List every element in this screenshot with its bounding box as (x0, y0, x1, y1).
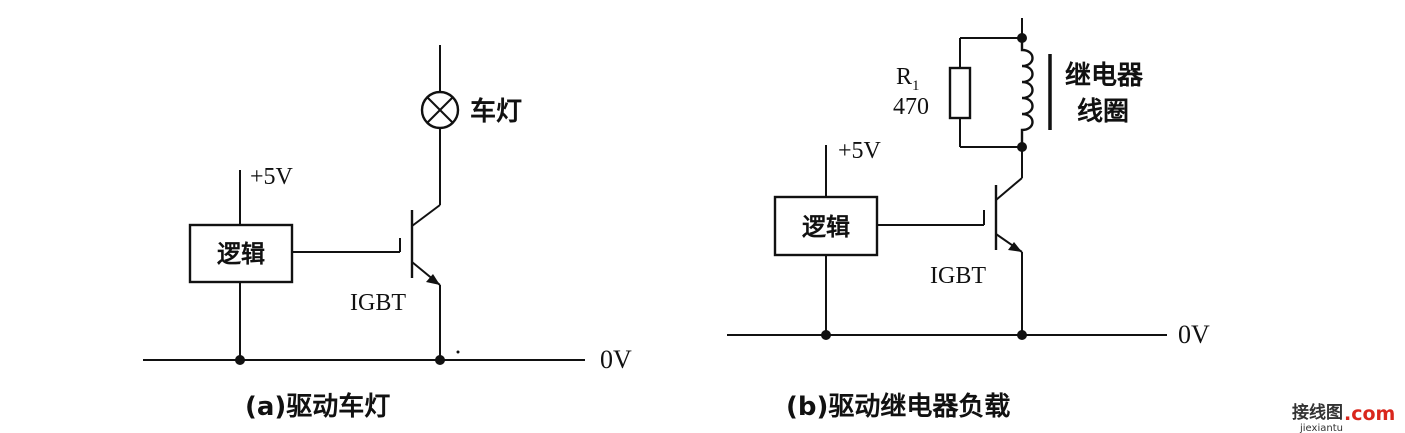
junction-dot-b1 (821, 330, 831, 340)
watermark: 接线图 .com jiexiantu (1292, 402, 1395, 433)
junction-dot-a2 (435, 355, 445, 365)
igbt-label-b: IGBT (930, 263, 986, 289)
diagram-b: 0V +5V 逻辑 IGBT R1 470 (727, 18, 1210, 422)
diagram-a: 0V +5V 逻辑 IGBT 车灯 (a)驱动车灯 (143, 45, 632, 422)
emitter-arrow-a (426, 274, 440, 285)
coil-label-line1: 继电器 (1065, 60, 1144, 91)
igbt-label-a: IGBT (350, 290, 406, 316)
junction-dot-a1 (235, 355, 245, 365)
stray-dot-a (456, 350, 460, 354)
ground-label-a: 0V (600, 345, 632, 374)
emitter-arrow-b (1008, 242, 1022, 252)
coil-label-line2: 线圈 (1077, 97, 1129, 127)
supply-label-a: +5V (250, 164, 294, 190)
watermark-url: jiexiantu (1299, 423, 1343, 433)
lamp-cross-2 (426, 96, 454, 124)
ground-label-b: 0V (1178, 320, 1210, 349)
junction-dot-b2 (1017, 330, 1027, 340)
logic-label-b: 逻辑 (802, 213, 850, 241)
supply-label-b: +5V (838, 138, 882, 164)
logic-label-a: 逻辑 (217, 240, 265, 268)
watermark-com: .com (1344, 403, 1395, 425)
lamp-icon (420, 90, 460, 130)
lamp-label: 车灯 (470, 96, 522, 127)
watermark-cn: 接线图 (1292, 402, 1343, 423)
resistor-r1 (948, 66, 972, 120)
resistor-name: R1 (896, 64, 920, 94)
igbt-collector-a (411, 204, 441, 227)
relay-coil (1020, 38, 1034, 147)
caption-b: (b)驱动继电器负载 (786, 391, 1010, 422)
caption-a: (a)驱动车灯 (245, 391, 390, 422)
igbt-collector-b (995, 177, 1023, 201)
resistor-value: 470 (893, 94, 929, 120)
